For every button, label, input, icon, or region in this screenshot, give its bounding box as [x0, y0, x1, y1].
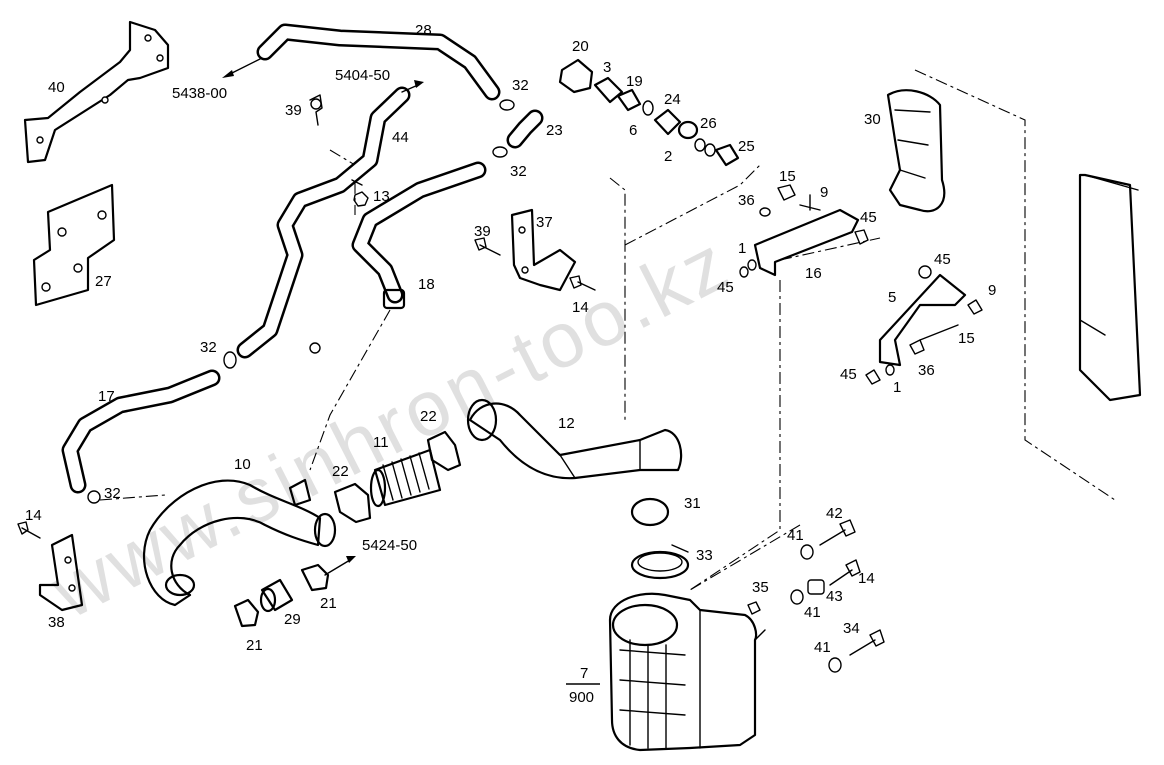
- callout-5: 5: [888, 289, 896, 306]
- bracket-16: [739, 184, 869, 278]
- callout-32d: 32: [104, 485, 121, 502]
- callout-41a: 41: [787, 527, 804, 544]
- clamps-22: [333, 430, 462, 524]
- ring-31: [630, 497, 670, 527]
- callout-16: 16: [805, 265, 822, 282]
- clamps-32: [87, 99, 515, 504]
- fraction-denominator: 900: [569, 689, 594, 706]
- callout-24: 24: [664, 91, 681, 108]
- valve-parts: [558, 58, 740, 167]
- callout-36a: 36: [738, 192, 755, 209]
- fraction-numerator: 7: [580, 665, 588, 682]
- callout-1b: 1: [893, 379, 901, 396]
- callout-15a: 15: [779, 168, 796, 185]
- canister-7-900: [608, 592, 766, 752]
- callout-22a: 22: [332, 463, 349, 480]
- clamp-33: [630, 544, 690, 580]
- callout-45b: 45: [717, 279, 734, 296]
- callout-29: 29: [284, 611, 301, 628]
- callout-6: 6: [629, 122, 637, 139]
- bolt-39-13: [309, 94, 369, 207]
- hose-28: [256, 23, 501, 101]
- callout-40: 40: [48, 79, 65, 96]
- bolts-right: [747, 519, 885, 673]
- callout-11: 11: [373, 434, 389, 451]
- callout-35: 35: [752, 579, 769, 596]
- callout-45c: 45: [934, 251, 951, 268]
- assembly-lines: [99, 69, 1116, 591]
- callout-30: 30: [864, 111, 881, 128]
- hose-23: [506, 109, 544, 149]
- callout-32c: 32: [200, 339, 217, 356]
- callout-33: 33: [696, 547, 713, 564]
- callout-23: 23: [546, 122, 563, 139]
- callout-14b: 14: [572, 299, 589, 316]
- callout-10: 10: [234, 456, 251, 473]
- callout-9b: 9: [988, 282, 996, 299]
- callout-9a: 9: [820, 184, 828, 201]
- callout-21a: 21: [246, 637, 263, 654]
- bracket-37: [474, 208, 596, 292]
- plate-27: [32, 183, 116, 307]
- callout-38: 38: [48, 614, 65, 631]
- callout-22b: 22: [420, 408, 437, 425]
- callout-15b: 15: [958, 330, 975, 347]
- callout-14a: 14: [25, 507, 42, 524]
- callout-45a: 45: [860, 209, 877, 226]
- callout-32b: 32: [510, 163, 527, 180]
- callout-37: 37: [536, 214, 553, 231]
- hose-44-17: [61, 86, 411, 494]
- pipe-10: [142, 478, 337, 607]
- callout-26: 26: [700, 115, 717, 132]
- callout-2: 2: [664, 148, 672, 165]
- callout-1a: 1: [738, 240, 746, 257]
- callout-31: 31: [684, 495, 701, 512]
- callout-39b: 39: [474, 223, 491, 240]
- callout-labels: 40 28 39 44 32 23 32 13 27 18 32 17 32 1…: [25, 22, 996, 656]
- callout-43: 43: [826, 588, 843, 605]
- ref-5438-00: 5438-00: [172, 85, 227, 102]
- ref-5404-50: 5404-50: [335, 67, 390, 84]
- bracket-5: [865, 265, 983, 385]
- callout-19: 19: [626, 73, 643, 90]
- reference-arrows: [222, 57, 424, 576]
- bellows-11: [369, 448, 442, 508]
- panel: [1078, 173, 1142, 402]
- callout-3: 3: [603, 59, 611, 76]
- coupling-29: [259, 578, 294, 613]
- callout-39a: 39: [285, 102, 302, 119]
- callout-45d: 45: [840, 366, 857, 383]
- callout-42: 42: [826, 505, 843, 522]
- callout-34: 34: [843, 620, 860, 637]
- callout-14c: 14: [858, 570, 875, 587]
- clamps-21: [233, 563, 330, 628]
- callout-27: 27: [95, 273, 112, 290]
- callout-25: 25: [738, 138, 755, 155]
- callout-18: 18: [418, 276, 435, 293]
- housing-30: [886, 89, 946, 213]
- bracket-38: [17, 521, 84, 612]
- callout-41b: 41: [804, 604, 821, 621]
- callout-21b: 21: [320, 595, 337, 612]
- callout-28: 28: [415, 22, 432, 39]
- callout-41c: 41: [814, 639, 831, 656]
- hose-18: [351, 161, 487, 310]
- callout-12: 12: [558, 415, 575, 432]
- ref-5424-50: 5424-50: [362, 537, 417, 554]
- pipe-12: [466, 398, 683, 480]
- bracket-40: [23, 20, 170, 164]
- callout-13: 13: [373, 188, 390, 205]
- callout-36b: 36: [918, 362, 935, 379]
- callout-20: 20: [572, 38, 589, 55]
- callout-17: 17: [98, 388, 115, 405]
- callout-32a: 32: [512, 77, 529, 94]
- callout-44: 44: [392, 129, 409, 146]
